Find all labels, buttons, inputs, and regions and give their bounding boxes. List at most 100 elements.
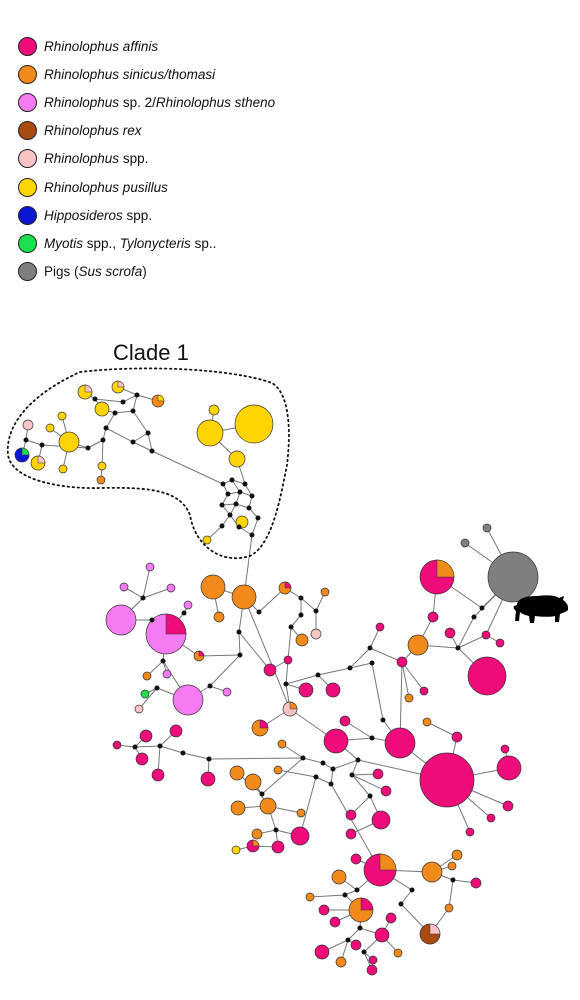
haplotype-node xyxy=(427,611,439,623)
haplotype-node-fill xyxy=(331,869,347,885)
haplotype-node xyxy=(482,523,492,533)
median-vector-node xyxy=(398,901,404,907)
haplotype-node xyxy=(231,845,241,855)
haplotype-node xyxy=(350,939,362,951)
haplotype-node xyxy=(366,964,378,976)
haplotype-node-fill xyxy=(234,404,274,444)
network-edge xyxy=(151,450,224,485)
clade-label: Clade 1 xyxy=(113,340,189,365)
network-edge xyxy=(448,879,454,909)
network-edge xyxy=(287,626,292,661)
haplotype-node xyxy=(58,431,80,453)
haplotype-node xyxy=(384,727,416,759)
haplotype-node xyxy=(151,394,165,408)
network-edge xyxy=(351,759,359,776)
legend-swatch xyxy=(18,149,37,169)
haplotype-node xyxy=(372,768,384,780)
haplotype-node-fill xyxy=(97,461,107,471)
network-edge xyxy=(209,654,241,687)
haplotype-node xyxy=(325,682,341,698)
haplotype-node-fill xyxy=(196,419,224,447)
network-nodes xyxy=(14,380,539,976)
median-vector-node xyxy=(154,685,160,691)
median-vector-node xyxy=(354,887,360,893)
haplotype-node xyxy=(271,840,285,854)
median-vector-node xyxy=(103,425,109,431)
median-vector-node xyxy=(409,887,415,893)
network-edge xyxy=(134,745,161,748)
haplotype-node-fill xyxy=(310,628,322,640)
network-edge xyxy=(142,566,151,599)
haplotype-node-fill xyxy=(305,892,315,902)
median-vector-node xyxy=(283,681,289,687)
haplotype-node xyxy=(295,633,309,647)
haplotype-node xyxy=(323,728,349,754)
haplotype-node-fill xyxy=(385,912,397,924)
haplotype-node-fill xyxy=(419,752,475,808)
legend-swatch xyxy=(18,233,37,253)
haplotype-node-fill xyxy=(140,689,150,699)
haplotype-node-fill xyxy=(45,423,55,433)
haplotype-node-fill xyxy=(273,765,283,775)
network-edge xyxy=(457,634,487,649)
median-vector-node xyxy=(112,410,118,416)
legend-swatch xyxy=(18,36,37,56)
haplotype-node xyxy=(345,809,357,821)
haplotype-node xyxy=(371,810,391,830)
haplotype-node xyxy=(500,744,510,754)
network-edge xyxy=(132,432,149,443)
network-edge xyxy=(142,587,172,599)
haplotype-node-slice xyxy=(157,394,165,402)
median-vector-node xyxy=(132,744,138,750)
haplotype-node xyxy=(460,538,470,548)
network-edge xyxy=(105,427,134,443)
haplotype-node xyxy=(310,628,322,640)
haplotype-node-fill xyxy=(271,840,285,854)
median-vector-node xyxy=(455,645,461,651)
legend-swatch xyxy=(18,92,37,112)
haplotype-node xyxy=(57,411,67,421)
haplotype-node xyxy=(22,419,34,431)
haplotype-node xyxy=(208,404,220,416)
haplotype-node-fill xyxy=(295,633,309,647)
haplotype-node xyxy=(345,828,357,840)
network-edge xyxy=(371,662,384,721)
network-edge xyxy=(332,759,359,770)
network-edge xyxy=(277,769,317,778)
haplotype-node-fill xyxy=(345,828,357,840)
median-vector-node xyxy=(236,524,242,530)
haplotype-node xyxy=(230,800,246,816)
haplotype-node-fill xyxy=(290,826,310,846)
haplotype-node-fill xyxy=(396,656,408,668)
network-edge xyxy=(147,432,153,452)
haplotype-node-fill xyxy=(481,630,491,640)
haplotype-node-fill xyxy=(142,671,152,681)
haplotype-node xyxy=(470,877,482,889)
median-vector-node xyxy=(313,774,319,780)
network-edge xyxy=(198,654,241,657)
network-edge xyxy=(457,616,475,649)
haplotype-node xyxy=(112,740,122,750)
haplotype-node xyxy=(96,475,106,485)
haplotype-node-fill xyxy=(251,828,263,840)
haplotype-node xyxy=(45,423,55,433)
network-edge xyxy=(251,517,259,536)
network-edge xyxy=(94,398,124,403)
haplotype-node-fill xyxy=(444,903,454,913)
haplotype-node xyxy=(375,622,385,632)
haplotype-node xyxy=(335,956,347,968)
haplotype-node xyxy=(374,927,390,943)
network-edge xyxy=(105,412,116,429)
haplotype-node-fill xyxy=(94,401,110,417)
haplotype-node-slice xyxy=(37,455,46,464)
haplotype-node-fill xyxy=(277,739,287,749)
haplotype-node xyxy=(290,826,310,846)
median-vector-node xyxy=(288,624,294,630)
legend-item: Rhinolophus rex xyxy=(18,117,275,145)
haplotype-node xyxy=(348,897,374,923)
network-edge xyxy=(238,631,241,656)
haplotype-node xyxy=(393,948,403,958)
haplotype-node xyxy=(251,719,269,737)
